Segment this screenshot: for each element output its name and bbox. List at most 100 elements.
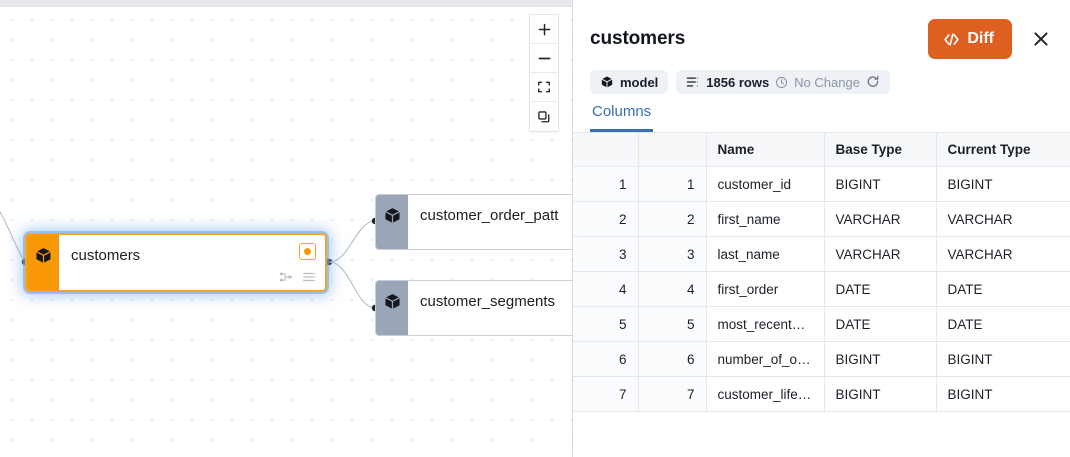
- cell-index-base: 1: [573, 166, 639, 202]
- cell-base-type: BIGINT: [824, 341, 937, 377]
- diff-button-label: Diff: [967, 30, 994, 47]
- col-header-base-type: Base Type: [824, 132, 937, 167]
- node-label: customer_segments: [420, 293, 556, 310]
- columns-list-icon[interactable]: [302, 270, 317, 284]
- cube-icon: [601, 76, 613, 88]
- cell-current-type: DATE: [936, 306, 1070, 342]
- cell-base-type: DATE: [824, 271, 937, 307]
- node-type-badge: [27, 235, 59, 290]
- close-icon: [1034, 32, 1048, 46]
- diff-button[interactable]: Diff: [928, 19, 1012, 59]
- cell-current-type: BIGINT: [936, 376, 1070, 412]
- cell-name: most_recent_o...: [706, 306, 825, 342]
- table-row[interactable]: 1 1 customer_id BIGINT BIGINT: [573, 166, 1070, 202]
- cell-index-current: 6: [638, 341, 707, 377]
- panel-header: customers Diff: [573, 0, 1070, 62]
- code-icon: [944, 32, 960, 46]
- col-header-index-base: [573, 132, 639, 167]
- cell-name: number_of_ord...: [706, 341, 825, 377]
- cell-base-type: DATE: [824, 306, 937, 342]
- status-dot-icon: [304, 248, 311, 255]
- cell-current-type: BIGINT: [936, 341, 1070, 377]
- cell-index-base: 4: [573, 271, 639, 307]
- node-status-indicator[interactable]: [299, 243, 316, 260]
- details-panel: customers Diff model: [573, 0, 1070, 457]
- cell-index-current: 5: [638, 306, 707, 342]
- cell-name: customer_id: [706, 166, 825, 202]
- cell-index-base: 2: [573, 201, 639, 237]
- copy-icon: [538, 110, 550, 122]
- cell-index-current: 1: [638, 166, 707, 202]
- cell-index-base: 7: [573, 376, 639, 412]
- minus-icon: [538, 57, 550, 59]
- columns-table-wrapper[interactable]: Name Base Type Current Type 1 1 customer…: [573, 132, 1070, 457]
- lineage-node-customer-segments[interactable]: customer_segments: [375, 280, 572, 336]
- cell-index-current: 4: [638, 271, 707, 307]
- cell-index-current: 3: [638, 236, 707, 272]
- fit-view-icon: [538, 81, 550, 93]
- node-body: customer_segments: [408, 281, 572, 335]
- columns-table: Name Base Type Current Type 1 1 customer…: [573, 132, 1070, 412]
- table-row[interactable]: 2 2 first_name VARCHAR VARCHAR: [573, 201, 1070, 237]
- node-tools[interactable]: [279, 270, 317, 284]
- cell-base-type: BIGINT: [824, 166, 937, 202]
- node-type-badge: [376, 281, 408, 335]
- row-count-chip: 1856 rows No Change: [676, 70, 890, 94]
- table-row[interactable]: 7 7 customer_lifeti... BIGINT BIGINT: [573, 376, 1070, 412]
- lineage-icon[interactable]: [279, 270, 293, 284]
- table-row[interactable]: 4 4 first_order DATE DATE: [573, 271, 1070, 307]
- zoom-out-button[interactable]: [530, 44, 558, 73]
- plus-icon: [538, 23, 550, 35]
- row-count-label: 1856 rows: [706, 74, 770, 90]
- cube-icon: [384, 294, 400, 309]
- clock-icon: [776, 76, 788, 88]
- change-status-label: No Change: [794, 74, 860, 90]
- cell-current-type: VARCHAR: [936, 236, 1070, 272]
- table-header-row: Name Base Type Current Type: [573, 132, 1070, 167]
- canvas-controls[interactable]: [529, 14, 559, 132]
- rows-icon: [687, 77, 699, 87]
- zoom-in-button[interactable]: [530, 15, 558, 44]
- refresh-icon[interactable]: [866, 75, 880, 89]
- node-body: customers: [59, 235, 325, 290]
- cell-index-base: 5: [573, 306, 639, 342]
- cell-name: customer_lifeti...: [706, 376, 825, 412]
- cell-current-type: DATE: [936, 271, 1070, 307]
- cell-index-base: 6: [573, 341, 639, 377]
- node-label: customers: [71, 247, 141, 264]
- cube-icon: [384, 208, 400, 223]
- table-row[interactable]: 5 5 most_recent_o... DATE DATE: [573, 306, 1070, 342]
- col-header-current-type: Current Type: [936, 132, 1070, 167]
- fit-view-button[interactable]: [530, 73, 558, 102]
- node-body: customer_order_patt: [408, 195, 572, 249]
- lineage-canvas[interactable]: customers: [0, 0, 573, 457]
- table-row[interactable]: 6 6 number_of_ord... BIGINT BIGINT: [573, 341, 1070, 377]
- node-label: customer_order_patt: [420, 207, 559, 224]
- tab-columns[interactable]: Columns: [590, 103, 654, 132]
- cell-index-current: 7: [638, 376, 707, 412]
- copy-button[interactable]: [530, 102, 558, 131]
- page-title: customers: [590, 28, 686, 49]
- resource-type-chip: model: [590, 70, 669, 94]
- cube-icon: [35, 248, 51, 263]
- table-row[interactable]: 3 3 last_name VARCHAR VARCHAR: [573, 236, 1070, 272]
- lineage-node-customers[interactable]: customers: [25, 233, 327, 292]
- col-header-name: Name: [706, 132, 825, 167]
- cell-base-type: VARCHAR: [824, 236, 937, 272]
- cell-name: first_name: [706, 201, 825, 237]
- resource-type-label: model: [620, 74, 659, 90]
- panel-tabs[interactable]: Columns: [573, 96, 1070, 132]
- cell-index-current: 2: [638, 201, 707, 237]
- lineage-node-customer-order-pattern[interactable]: customer_order_patt: [375, 194, 572, 250]
- cell-index-base: 3: [573, 236, 639, 272]
- col-header-index-current: [638, 132, 707, 167]
- columns-table-body: 1 1 customer_id BIGINT BIGINT 2 2 first_…: [573, 166, 1070, 412]
- cell-current-type: BIGINT: [936, 166, 1070, 202]
- cell-base-type: BIGINT: [824, 376, 937, 412]
- cell-name: last_name: [706, 236, 825, 272]
- node-type-badge: [376, 195, 408, 249]
- panel-meta-row: model 1856 rows No Change: [573, 62, 1070, 96]
- close-button[interactable]: [1028, 26, 1054, 52]
- cell-base-type: VARCHAR: [824, 201, 937, 237]
- cell-name: first_order: [706, 271, 825, 307]
